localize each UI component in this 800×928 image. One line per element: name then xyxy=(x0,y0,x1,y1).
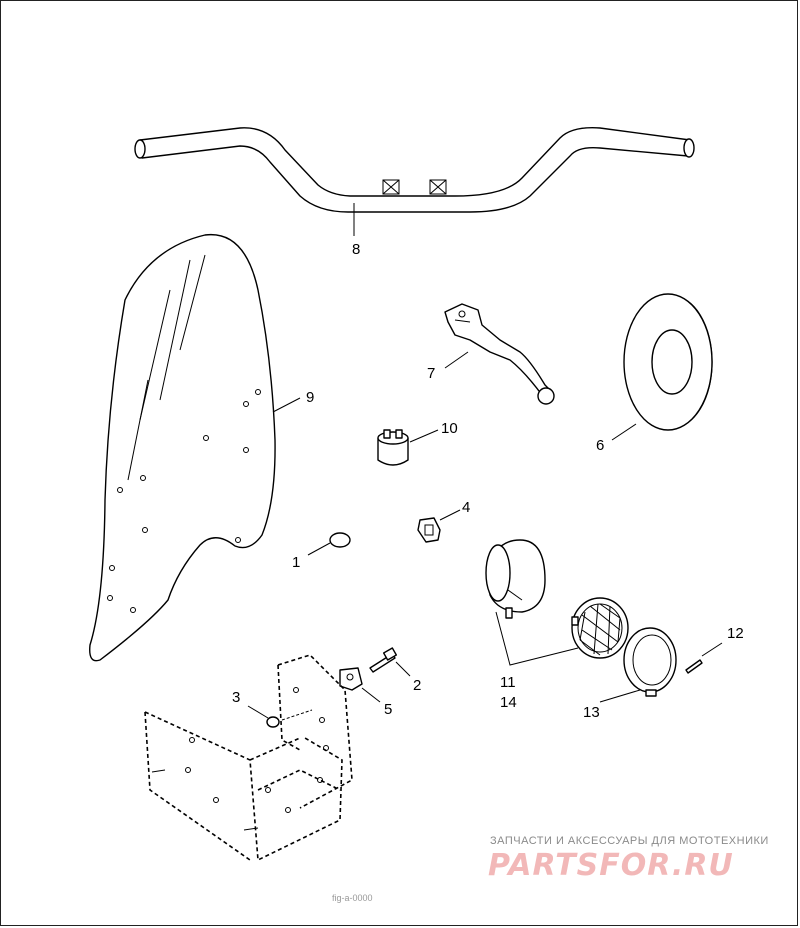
callout-13: 13 xyxy=(583,704,600,721)
callout-3: 3 xyxy=(232,689,240,706)
clip-part xyxy=(417,517,441,543)
callout-8: 8 xyxy=(352,241,360,258)
disc-part xyxy=(623,293,713,431)
callout-1: 1 xyxy=(292,554,300,571)
leader-7 xyxy=(444,351,469,369)
leader-3 xyxy=(247,705,269,719)
callout-10: 10 xyxy=(441,420,458,437)
leader-10 xyxy=(409,429,439,443)
watermark-logo: PARTSFOR.RU xyxy=(488,848,734,883)
watermark-tagline: ЗАПЧАСТИ И АКСЕССУАРЫ ДЛЯ МОТОТЕХНИКИ xyxy=(490,835,769,847)
handlebar-part xyxy=(134,127,695,213)
leader-12 xyxy=(701,642,723,657)
callout-2: 2 xyxy=(413,677,421,694)
screw-part xyxy=(685,659,703,674)
windshield-part xyxy=(89,233,276,662)
callout-5: 5 xyxy=(384,701,392,718)
callout-12: 12 xyxy=(727,625,744,642)
leader-1 xyxy=(307,542,331,556)
leader-5 xyxy=(361,687,381,703)
nut-part xyxy=(266,709,313,728)
callout-6: 6 xyxy=(596,437,604,454)
figure-caption: fig-a-0000 xyxy=(332,893,373,903)
headlamp-housing-part xyxy=(485,539,546,619)
headlamp-lens-part xyxy=(571,597,629,659)
mounting-frame-dashed xyxy=(144,654,353,862)
leader-6 xyxy=(611,423,637,441)
bolt-part xyxy=(369,647,398,673)
callout-14: 14 xyxy=(500,694,517,711)
callout-4: 4 xyxy=(462,499,470,516)
callout-7: 7 xyxy=(427,365,435,382)
lever-part xyxy=(444,303,555,405)
bushing-part xyxy=(377,429,409,466)
leader-13 xyxy=(599,689,641,703)
leader-9 xyxy=(272,397,301,413)
callout-11: 11 xyxy=(500,674,516,691)
callout-9: 9 xyxy=(306,389,314,406)
leader-4 xyxy=(439,509,461,521)
leader-2 xyxy=(395,661,411,677)
plug-part xyxy=(329,532,351,548)
leader-11 xyxy=(495,611,579,666)
bracket-part xyxy=(339,667,363,691)
trim-ring-part xyxy=(623,627,677,697)
